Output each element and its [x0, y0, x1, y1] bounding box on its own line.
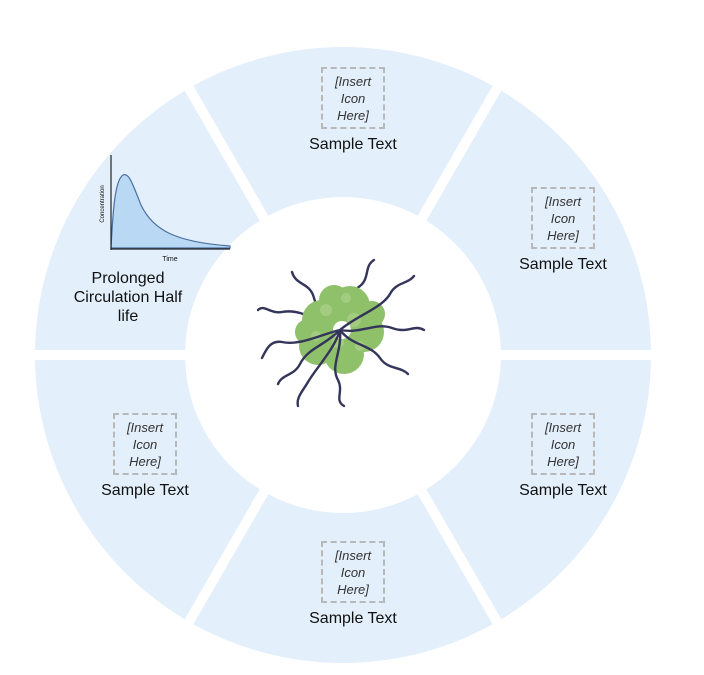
segment-bottom: [Insert Icon Here] Sample Text	[298, 541, 408, 628]
icon-placeholder: [Insert Icon Here]	[531, 413, 595, 475]
pk-curve-area	[110, 174, 231, 249]
y-axis-label: Concentration	[100, 185, 106, 222]
segment-upper-right: [Insert Icon Here] Sample Text	[508, 187, 618, 274]
segment-label: Sample Text	[309, 610, 397, 627]
icon-placeholder: [Insert Icon Here]	[321, 67, 385, 129]
segment-top-shape	[193, 47, 493, 216]
icon-placeholder: [Insert Icon Here]	[113, 413, 177, 475]
segment-lower-left-shape	[35, 359, 260, 620]
segment-label: Sample Text	[519, 256, 607, 273]
segment-label: Sample Text	[519, 482, 607, 499]
segment-bottom-shape	[193, 494, 493, 663]
icon-placeholder: [Insert Icon Here]	[321, 541, 385, 603]
segment-label: Prolonged Circulation Half life	[73, 270, 183, 325]
segment-upper-right-shape	[426, 90, 651, 351]
icon-placeholder: [Insert Icon Here]	[531, 187, 595, 249]
segment-lower-right: [Insert Icon Here] Sample Text	[508, 413, 618, 500]
ring-segments	[35, 47, 651, 663]
segment-label: Sample Text	[101, 482, 189, 499]
concentration-time-chart-icon: Concentration Time	[100, 155, 231, 263]
x-axis-label: Time	[162, 256, 177, 263]
protein-polymer-conjugate-icon	[256, 258, 426, 408]
segment-upper-left: Prolonged Circulation Half life	[58, 262, 198, 326]
segment-label: Sample Text	[309, 136, 397, 153]
segment-lower-left: [Insert Icon Here] Sample Text	[90, 413, 200, 500]
segment-top: [Insert Icon Here] Sample Text	[298, 67, 408, 154]
polymer-chains-front	[260, 274, 426, 408]
